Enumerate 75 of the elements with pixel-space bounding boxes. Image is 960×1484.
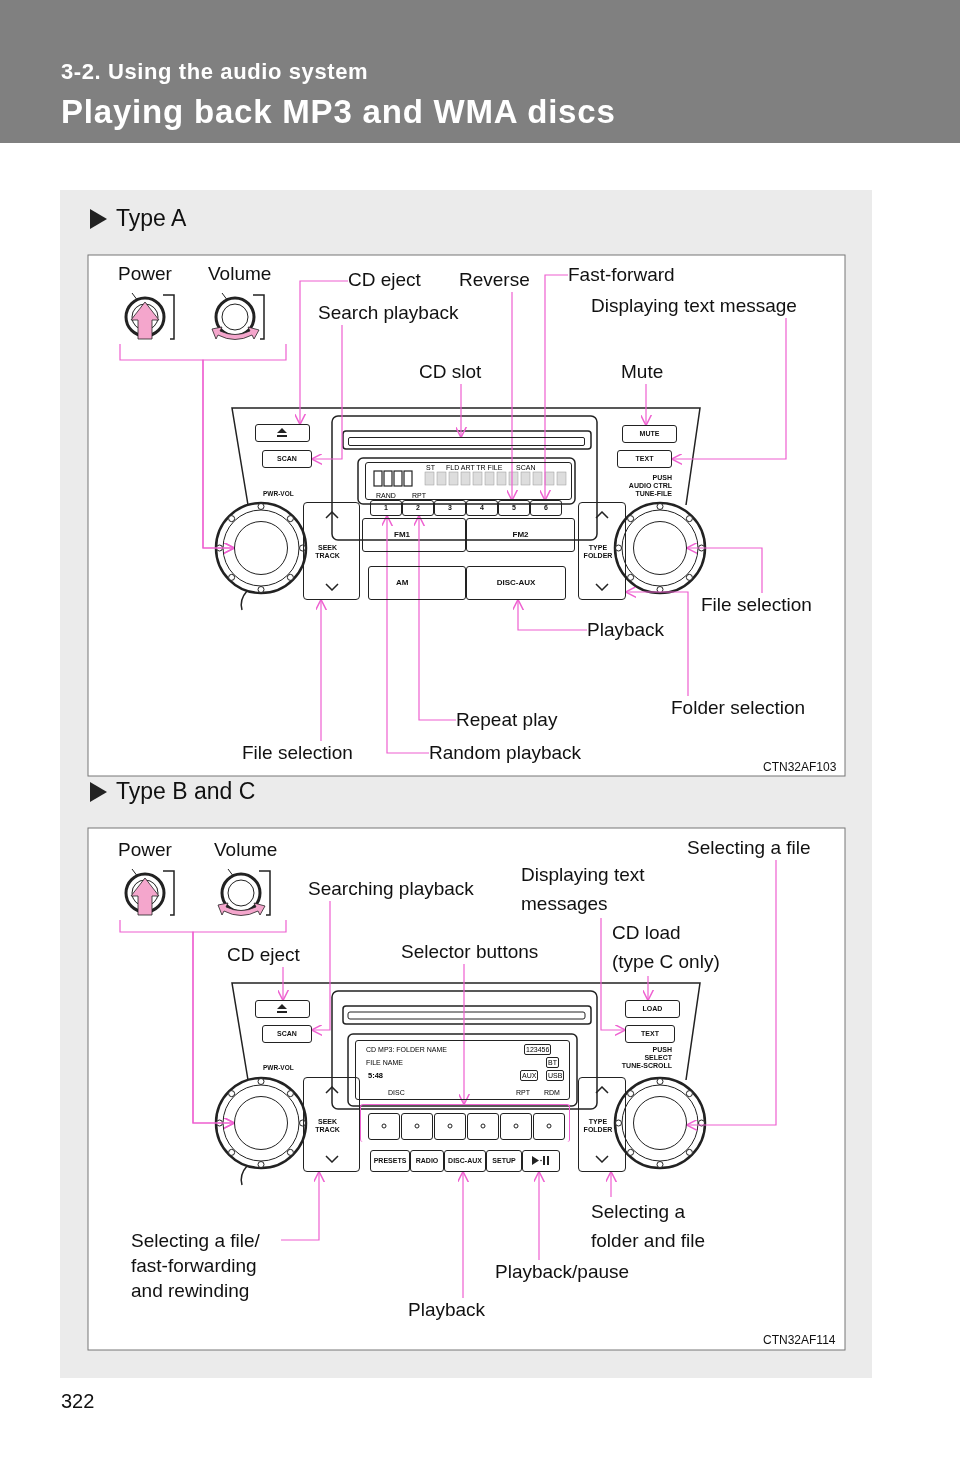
callout-label: Fast-forward [568,263,675,287]
leader-line [538,274,569,502]
disc-slot [348,437,585,446]
type-heading: Type A [116,205,187,233]
callout-label: Folder selection [671,696,806,720]
leader-line [641,975,655,1002]
leader-line [276,966,290,1002]
radio-button [532,1112,565,1140]
leader-line [685,859,777,1132]
radio-button: FM2 [466,518,575,552]
callout-label: Volume [208,262,273,286]
callout-label: CD eject [227,943,300,967]
display-screen [355,1040,570,1100]
leader-line [310,324,343,466]
callout-label: Power [118,262,173,286]
leader-line [412,514,457,721]
callout-label: Searching playback [308,877,474,901]
leader-line [456,1170,470,1299]
callout-label: Selector buttons [401,940,539,964]
leader-line [202,343,287,555]
leader-line [532,1170,546,1261]
leader-line [685,541,763,594]
leader-line [639,383,653,427]
radio-button [255,1000,310,1018]
callout-label: Selecting a folder and file [591,1197,706,1255]
leader-line [310,900,331,1037]
selector-bracket [360,1104,570,1142]
leader-line [511,598,588,631]
leader-line [192,919,287,1130]
leader-line [457,963,471,1106]
radio-button [499,1112,532,1140]
radio-button [367,1112,400,1140]
callout-label: CD eject [348,268,421,292]
radio-button [433,1112,466,1140]
callout-label: Random playback [429,741,582,765]
callout-label: Selecting a file [687,836,811,860]
leader-line [280,1170,326,1241]
leader-line [505,291,519,502]
callout-label: Playback [408,1298,486,1322]
callout-label: CD slot [419,360,482,384]
callout-label: Reverse [459,268,530,292]
leader-line [293,280,349,426]
callout-label: Playback [587,618,665,642]
section-heading: 3-2. Using the audio system [61,59,369,86]
display-screen [365,462,572,500]
callout-label: Playback/pause [495,1260,630,1284]
callout-label: Mute [621,360,664,384]
radio-button [466,1112,499,1140]
radio-button [255,424,310,442]
leader-line [604,1170,618,1198]
leader-line [600,917,627,1037]
page-title: Playing back MP3 and WMA discs [61,93,616,131]
callout-label: CD load (type C only) [612,918,720,976]
radio-button: FM1 [362,518,466,552]
leader-line [454,383,468,439]
figure-code: CTN32AF103 [763,760,837,775]
radio-button: AM [368,566,466,600]
callout-label: File selection [242,741,353,765]
figure-code: CTN32AF114 [763,1333,836,1348]
callout-label: Search playback [318,301,459,325]
callout-label: Repeat play [456,708,558,732]
radio-button: DISC-AUX [466,566,566,600]
radio-button [400,1112,433,1140]
leader-line [314,598,328,742]
callout-label: Displaying text message [591,294,797,318]
page-number: 322 [61,1389,95,1413]
leader-line [670,317,787,466]
type-heading: Type B and C [116,778,256,806]
leader-line [624,585,689,697]
callout-label: File selection [701,593,812,617]
callout-label: Selecting a file/ fast-forwarding and rewinding [131,1228,281,1303]
callout-label: Power [118,838,173,862]
callout-label: Volume [214,838,279,862]
leader-line [380,514,430,754]
radio-button [522,1150,560,1172]
